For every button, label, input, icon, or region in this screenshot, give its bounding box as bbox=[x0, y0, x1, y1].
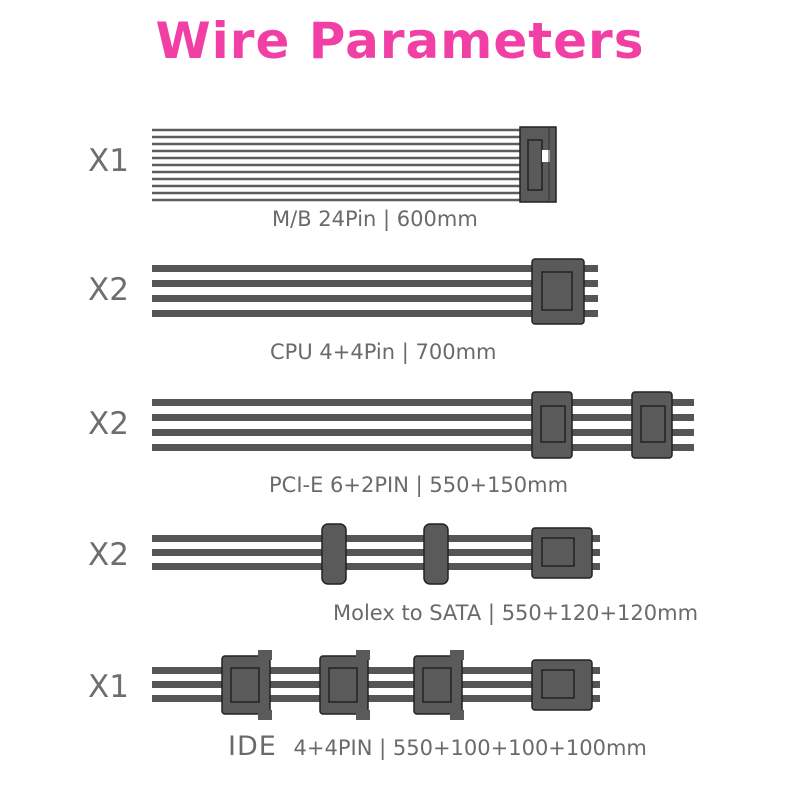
separator: | bbox=[383, 207, 391, 231]
cable-3-quantity: X2 bbox=[88, 406, 129, 442]
cpu-4plus4-cable-icon bbox=[152, 258, 598, 325]
cable-3-length: 550+150mm bbox=[429, 473, 569, 497]
cable-2-length: 700mm bbox=[415, 340, 497, 364]
cable-2-caption: CPU 4+4Pin | 700mm bbox=[270, 340, 497, 364]
cable-4-quantity: X2 bbox=[88, 537, 129, 573]
cable-4-name: Molex to SATA bbox=[333, 601, 482, 625]
separator: | bbox=[415, 473, 423, 497]
cable-5-prefix: IDE bbox=[228, 731, 277, 762]
separator: | bbox=[379, 736, 387, 760]
pcie-6plus2-cable-icon bbox=[152, 391, 694, 459]
cable-1-length: 600mm bbox=[396, 207, 478, 231]
ide-4plus4-cable-icon bbox=[152, 650, 600, 720]
cable-5-quantity: X1 bbox=[88, 669, 129, 705]
separator: | bbox=[487, 601, 495, 625]
cable-3-caption: PCI-E 6+2PIN | 550+150mm bbox=[269, 473, 568, 497]
cable-1-caption: M/B 24Pin | 600mm bbox=[272, 207, 478, 231]
cable-5-name: 4+4PIN bbox=[293, 736, 373, 760]
page-title: Wire Parameters bbox=[155, 12, 645, 70]
cable-4-caption: Molex to SATA | 550+120+120mm bbox=[333, 601, 698, 625]
molex-to-sata-cable-icon bbox=[152, 523, 600, 585]
cable-2-name: CPU 4+4Pin bbox=[270, 340, 396, 364]
cable-3-name: PCI-E 6+2PIN bbox=[269, 473, 409, 497]
cable-5-caption: IDE 4+4PIN | 550+100+100+100mm bbox=[228, 731, 647, 762]
mb-24pin-cable-icon bbox=[152, 126, 557, 203]
cable-2-quantity: X2 bbox=[88, 272, 129, 308]
cable-5-length: 550+100+100+100mm bbox=[392, 736, 647, 760]
separator: | bbox=[401, 340, 409, 364]
cable-1-name: M/B 24Pin bbox=[272, 207, 377, 231]
cable-1-quantity: X1 bbox=[88, 143, 129, 179]
cable-4-length: 550+120+120mm bbox=[501, 601, 699, 625]
